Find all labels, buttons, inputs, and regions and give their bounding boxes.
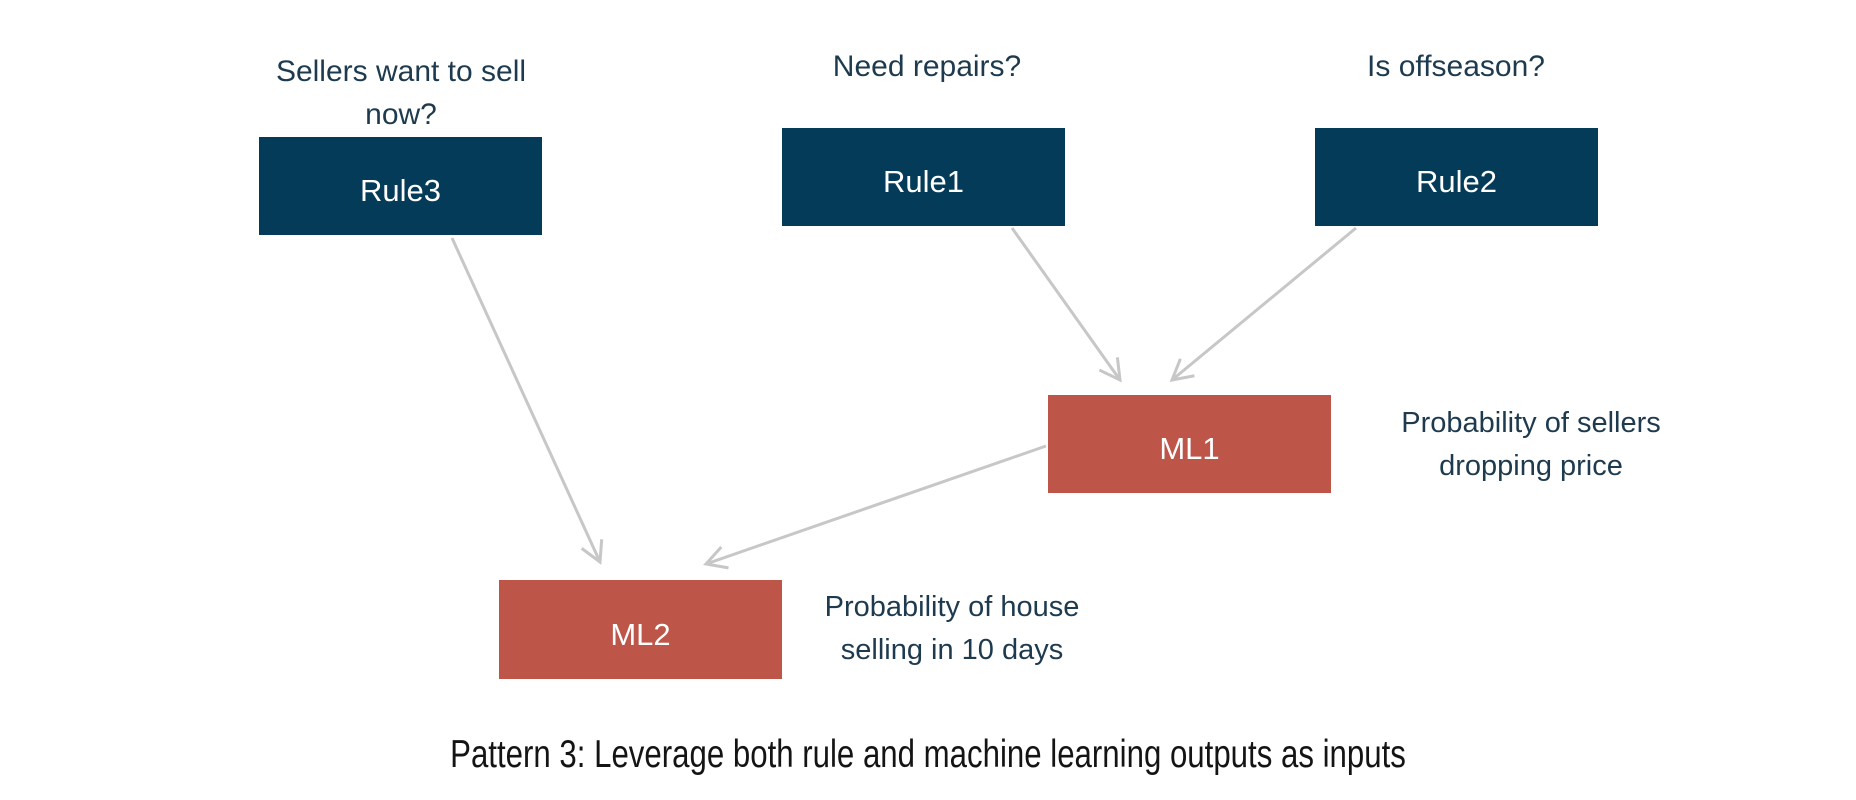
arrow-rule2-to-ml1 [1169,226,1357,382]
rule3-box-label: Rule3 [360,173,441,208]
rule3-box: Rule3 [259,137,542,235]
ml1-output-label: Probability of sellers dropping price [1401,407,1661,482]
ml2-box: ML2 [499,580,782,679]
arrow-ml1-to-ml2 [703,444,1047,570]
rule2-box-label: Rule2 [1416,164,1497,199]
question-label-rule2: Is offseason? [1367,50,1545,83]
rule1-box-label: Rule1 [883,164,964,199]
question-label-rule1: Need repairs? [832,50,1022,83]
arrow-rule1-to-ml1 [1010,227,1122,383]
ml1-box: ML1 [1048,395,1331,493]
figure-caption: Pattern 3: Leverage both rule and machin… [450,733,1406,776]
ml2-box-label: ML2 [610,616,671,652]
ml2-output-label: Probability of house selling in 10 days [824,591,1080,666]
rule1-box: Rule1 [782,128,1065,226]
rule2-box: Rule2 [1315,128,1598,226]
question-label-rule3: Sellers want to sell now? [275,55,527,131]
ml1-box-label: ML1 [1159,431,1220,466]
arrow-rule3-to-ml2 [450,237,604,565]
